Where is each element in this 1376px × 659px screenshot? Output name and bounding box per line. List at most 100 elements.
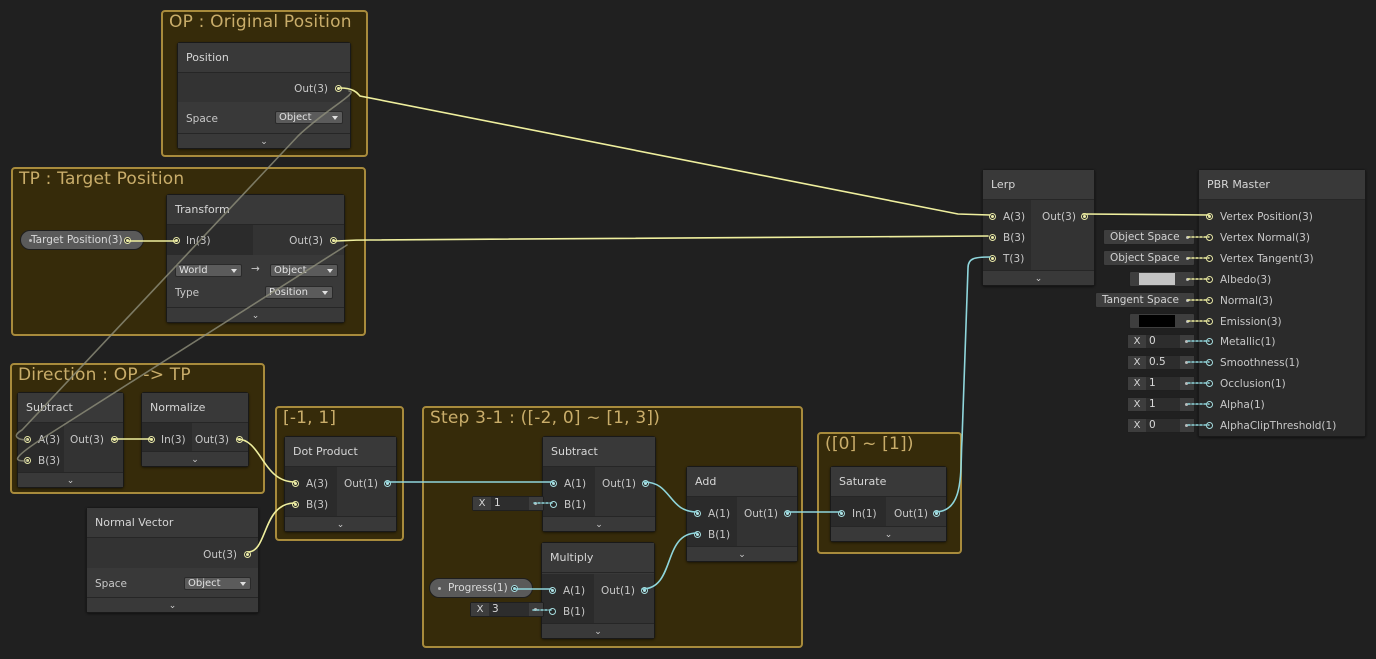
target-position-property[interactable]: Target Position(3)	[20, 230, 144, 250]
subtract-direction-node[interactable]: Subtract A(3) B(3) Out(3) ⌄	[17, 392, 124, 488]
alpha-connector[interactable]	[1206, 401, 1213, 408]
vertex-tangent-connector[interactable]	[1206, 255, 1213, 262]
property-out-connector[interactable]	[124, 237, 131, 244]
collapse-toggle[interactable]: ⌄	[285, 516, 396, 531]
a-port-connector[interactable]	[694, 510, 701, 517]
in-port-connector[interactable]	[173, 237, 180, 244]
out-port-connector[interactable]	[384, 480, 391, 487]
in-port-connector[interactable]	[148, 436, 155, 443]
group-title: Step 3-1 : ([-2, 0] ~ [1, 3])	[430, 408, 661, 428]
normal-space-field[interactable]: Tangent Space	[1095, 292, 1195, 308]
a-port-connector[interactable]	[550, 480, 557, 487]
chevron-down-icon	[322, 291, 328, 295]
position-node[interactable]: Position Out(3) Space Object ⌄	[177, 42, 351, 149]
out-port-connector[interactable]	[330, 237, 337, 244]
metallic-label: Metallic(1)	[1220, 336, 1276, 348]
progress-property[interactable]: Progress(1)	[429, 578, 533, 598]
collapse-toggle[interactable]: ⌄	[178, 133, 350, 148]
albedo-connector[interactable]	[1206, 276, 1213, 283]
out-port-connector[interactable]	[111, 436, 118, 443]
metallic-value-field[interactable]: X 0	[1127, 334, 1195, 349]
a-port-connector[interactable]	[292, 480, 299, 487]
property-out-connector[interactable]	[511, 585, 518, 592]
out-port-label: Out(3)	[289, 235, 323, 247]
space-dropdown[interactable]: Object	[184, 577, 251, 590]
b-port-connector[interactable]	[989, 234, 996, 241]
collapse-toggle[interactable]: ⌄	[831, 526, 946, 541]
type-dropdown[interactable]: Position	[265, 286, 333, 299]
collapse-toggle[interactable]: ⌄	[983, 270, 1094, 285]
normalize-node[interactable]: Normalize In(3) Out(3) ⌄	[141, 392, 249, 467]
collapse-toggle[interactable]: ⌄	[18, 472, 123, 487]
t-port-connector[interactable]	[989, 255, 996, 262]
smoothness-connector[interactable]	[1206, 359, 1213, 366]
out-port-connector[interactable]	[1081, 213, 1088, 220]
node-title: Add	[687, 467, 797, 497]
node-title: Dot Product	[285, 437, 396, 467]
collapse-toggle[interactable]: ⌄	[87, 597, 258, 612]
output-area: Out(1)	[595, 467, 655, 517]
b-port-connector[interactable]	[24, 457, 31, 464]
vertex-position-connector[interactable]	[1206, 213, 1213, 220]
property-label: Target Position(3)	[31, 234, 123, 246]
albedo-label: Albedo(3)	[1220, 274, 1272, 286]
albedo-color-field[interactable]	[1129, 271, 1195, 287]
out-port-connector[interactable]	[933, 510, 940, 517]
vertex-normal-space-field[interactable]: Object Space	[1103, 229, 1195, 245]
smoothness-value-field[interactable]: X 0.5	[1127, 355, 1195, 370]
occlusion-connector[interactable]	[1206, 380, 1213, 387]
edit-handle-icon	[1180, 356, 1194, 369]
a-port-connector[interactable]	[24, 436, 31, 443]
collapse-toggle[interactable]: ⌄	[687, 546, 797, 561]
b-port-label: B(3)	[306, 499, 329, 511]
add-node[interactable]: Add A(1) B(1) Out(1) ⌄	[686, 466, 798, 562]
out-port-label: Out(3)	[203, 549, 237, 561]
out-port-connector[interactable]	[244, 551, 251, 558]
metallic-connector[interactable]	[1206, 338, 1213, 345]
a-port-label: A(1)	[563, 585, 586, 597]
emission-color-field[interactable]	[1129, 313, 1195, 329]
space-dropdown[interactable]: Object	[275, 111, 343, 124]
out-port-connector[interactable]	[335, 85, 342, 92]
subtract-step-node[interactable]: Subtract A(1) B(1) Out(1) ⌄	[542, 436, 656, 532]
transform-node[interactable]: Transform In(3) Out(3) World → Object Ty…	[166, 194, 345, 323]
output-area: Out(3)	[253, 225, 344, 255]
normal-connector[interactable]	[1206, 297, 1213, 304]
out-port-connector[interactable]	[641, 587, 648, 594]
from-space-dropdown[interactable]: World	[175, 264, 242, 277]
a-port-connector[interactable]	[549, 587, 556, 594]
vertex-normal-connector[interactable]	[1206, 234, 1213, 241]
occlusion-value-field[interactable]: X 1	[1127, 376, 1195, 391]
a-port-connector[interactable]	[989, 213, 996, 220]
b-port-connector[interactable]	[550, 501, 557, 508]
collapse-toggle[interactable]: ⌄	[142, 451, 248, 466]
emission-connector[interactable]	[1206, 318, 1213, 325]
group-title: OP : Original Position	[169, 12, 352, 32]
out-port-connector[interactable]	[784, 510, 791, 517]
lerp-node[interactable]: Lerp A(3) B(3) T(3) Out(3) ⌄	[982, 169, 1095, 286]
dropdown-value: World	[179, 265, 208, 276]
vertex-tangent-space-field[interactable]: Object Space	[1103, 250, 1195, 266]
out-port-connector[interactable]	[642, 480, 649, 487]
collapse-toggle[interactable]: ⌄	[543, 516, 655, 531]
collapse-toggle[interactable]: ⌄	[167, 307, 344, 322]
subtract-b-value-field[interactable]: X 1	[472, 496, 544, 511]
dropdown-value: Object	[274, 265, 307, 276]
multiply-b-value-field[interactable]: X 3	[470, 602, 544, 617]
saturate-node[interactable]: Saturate In(1) Out(1) ⌄	[830, 466, 947, 542]
b-port-connector[interactable]	[292, 501, 299, 508]
alpha-value-field[interactable]: X 1	[1127, 397, 1195, 412]
alpha-clip-connector[interactable]	[1206, 422, 1213, 429]
alpha-clip-value-field[interactable]: X 0	[1127, 418, 1195, 433]
normal-vector-node[interactable]: Normal Vector Out(3) Space Object ⌄	[86, 507, 259, 613]
in-port-connector[interactable]	[838, 510, 845, 517]
to-space-dropdown[interactable]: Object	[270, 264, 338, 277]
node-title: Saturate	[831, 467, 946, 497]
multiply-node[interactable]: Multiply A(1) B(1) Out(1) ⌄	[541, 542, 655, 639]
b-port-connector[interactable]	[694, 531, 701, 538]
collapse-toggle[interactable]: ⌄	[542, 623, 654, 638]
out-port-connector[interactable]	[236, 436, 243, 443]
pbr-master-node[interactable]: PBR Master Vertex Position(3) Vertex Nor…	[1198, 169, 1366, 437]
b-port-connector[interactable]	[549, 608, 556, 615]
dot-product-node[interactable]: Dot Product A(3) B(3) Out(1) ⌄	[284, 436, 397, 532]
